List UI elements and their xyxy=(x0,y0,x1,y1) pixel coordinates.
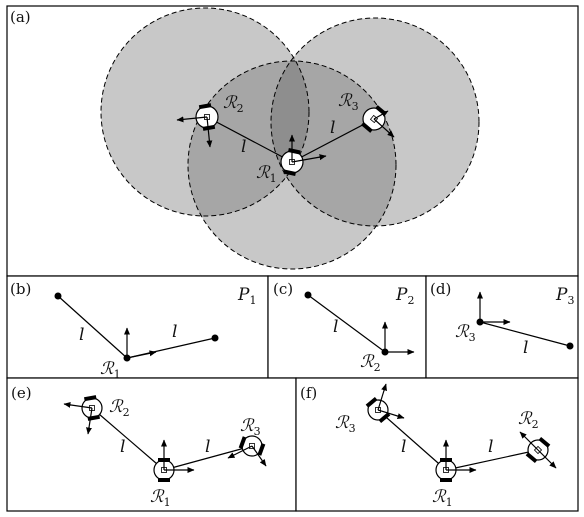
panel-e: (e) ℛ2 ℛ3 ℛ1 l l xyxy=(6,377,297,512)
label-d-l: l xyxy=(523,338,528,358)
label-l-left: l xyxy=(241,137,246,157)
robot-f-r3 xyxy=(365,383,405,424)
link-r1-r2 xyxy=(206,116,293,163)
link-r1-r3 xyxy=(291,118,375,163)
label-e-l-right: l xyxy=(205,437,210,457)
pattern-p1: P1 xyxy=(237,285,256,307)
label-b-l-right: l xyxy=(172,322,177,342)
label-f-l-left: l xyxy=(401,437,406,457)
label-d-r3: ℛ3 xyxy=(455,322,476,344)
panel-c-label: (c) xyxy=(273,280,293,298)
robot-e-r1 xyxy=(153,439,195,482)
label-f-r3: ℛ3 xyxy=(335,413,356,435)
panel-f-label: (f) xyxy=(300,384,317,402)
label-r1: ℛ1 xyxy=(256,163,277,185)
label-f-l-right: l xyxy=(488,437,493,457)
label-e-l-left: l xyxy=(120,437,125,457)
pattern-p3: P3 xyxy=(555,285,574,307)
panel-c: (c) P2 l ℛ2 xyxy=(267,275,427,379)
label-e-r3: ℛ3 xyxy=(240,416,261,438)
panel-e-label: (e) xyxy=(11,384,32,402)
robot-e-r3 xyxy=(227,435,267,467)
pattern-p2: P2 xyxy=(395,285,414,307)
robot-e-r2 xyxy=(63,395,103,435)
label-b-r1: ℛ1 xyxy=(100,359,121,381)
panel-b-label: (b) xyxy=(10,280,31,298)
panel-a: (a) ℛ2 ℛ3 ℛ1 l l xyxy=(6,5,579,277)
robot-r2 xyxy=(176,103,219,148)
label-l-right: l xyxy=(330,118,335,138)
panel-a-label: (a) xyxy=(10,8,31,26)
label-r2: ℛ2 xyxy=(223,93,244,115)
robot-r3 xyxy=(361,105,395,138)
label-f-r2: ℛ2 xyxy=(518,409,539,431)
label-e-r1: ℛ1 xyxy=(150,487,171,509)
robot-r1 xyxy=(280,134,327,176)
panel-f: (f) ℛ3 ℛ2 ℛ1 l l xyxy=(295,377,579,512)
panel-b: (b) P1 l l ℛ1 xyxy=(6,275,269,381)
label-r3: ℛ3 xyxy=(338,91,359,113)
label-f-r1: ℛ1 xyxy=(432,487,453,509)
label-c-l: l xyxy=(333,317,338,337)
panel-d-label: (d) xyxy=(430,280,451,298)
label-e-r2: ℛ2 xyxy=(109,397,130,419)
label-c-r2: ℛ2 xyxy=(360,352,381,374)
robot-f-r2 xyxy=(519,431,557,469)
robot-f-r1 xyxy=(435,439,477,482)
label-b-l-left: l xyxy=(79,325,84,345)
panel-d: (d) P3 ℛ3 l xyxy=(425,275,579,379)
